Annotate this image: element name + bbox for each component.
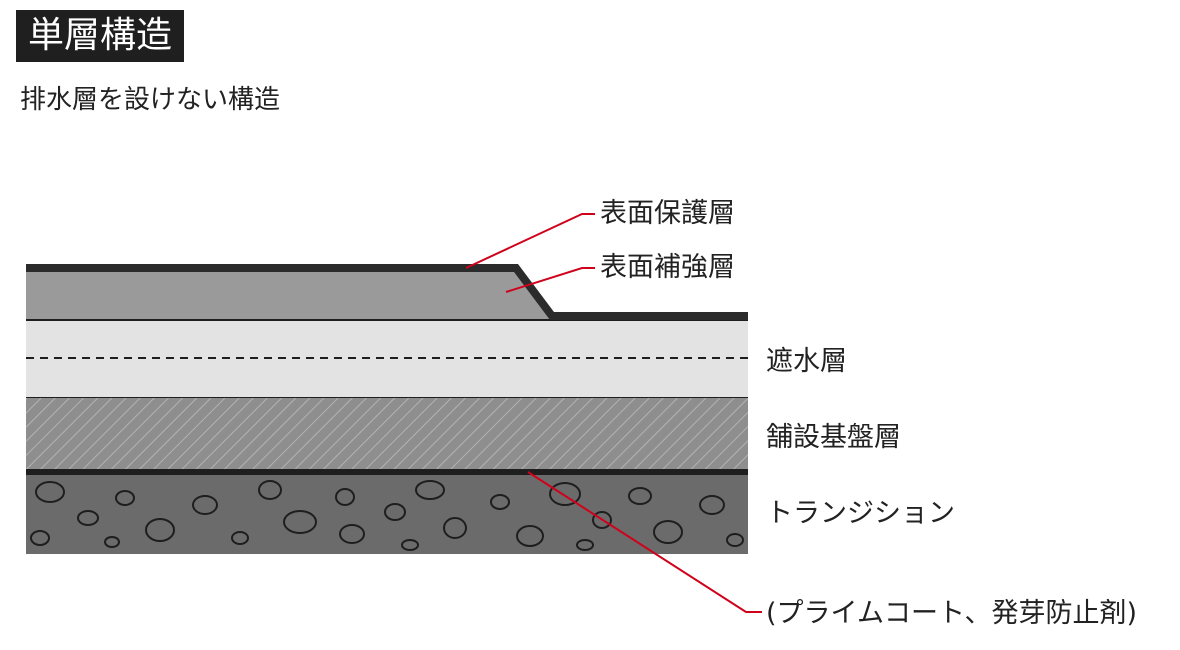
leader-reinforcement (505, 267, 595, 293)
waterproof-layer (26, 320, 748, 397)
label-primer: (プライムコート、発芽防止剤) (766, 598, 1137, 629)
protection-layer (26, 264, 748, 320)
label-base: 舗設基盤層 (766, 422, 901, 453)
leader-protection (465, 213, 595, 269)
diagram-title: 単層構造 (16, 10, 185, 62)
label-waterproof: 遮水層 (766, 346, 847, 377)
reinforcement-layer (26, 268, 748, 320)
base-layer (26, 397, 748, 472)
diagram-subtitle: 排水層を設けない構造 (20, 85, 281, 115)
label-protection: 表面保護層 (600, 198, 735, 229)
leader-primer (527, 471, 762, 613)
label-reinforcement: 表面補強層 (600, 252, 735, 283)
label-transition: トランジション (766, 498, 955, 529)
leader-lines (465, 213, 762, 613)
